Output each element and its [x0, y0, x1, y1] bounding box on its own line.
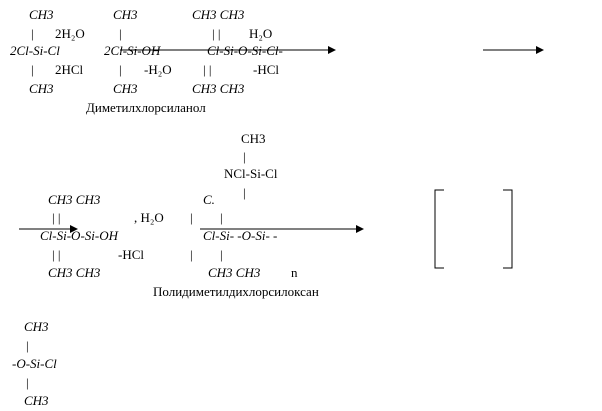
branch-ch3: CH3: [241, 131, 266, 146]
minus-hcl-label: -HCl: [253, 62, 279, 77]
left-bonds-top: | |: [52, 210, 61, 225]
hcl-label: 2HCl: [55, 62, 84, 77]
silanol-ch3-bottom: CH3: [113, 81, 138, 96]
c-label: C.: [203, 192, 215, 207]
silanol-bond-top: |: [119, 26, 122, 41]
bar-bottom-2: |: [220, 247, 223, 262]
dimer-bonds-bottom: | |: [203, 62, 212, 77]
dimethylchlorosilanol-name: Диметилхлорсиланол: [86, 100, 206, 115]
left-ch3-bottom: CH3 CH3: [48, 265, 101, 280]
bar-top-1: |: [190, 210, 193, 225]
polydimethyldichlorosiloxane-name: Полидиметилдихлорсилоксан: [153, 284, 319, 299]
branch-bond-bottom: |: [243, 185, 246, 200]
bar-bottom-1: |: [190, 247, 193, 262]
arrow-head-2: [536, 46, 544, 54]
repeat-n-label: n: [291, 265, 298, 280]
lead-ch3-bottom: CH3: [29, 81, 54, 96]
water-label-2: H₂O: [249, 26, 273, 41]
silanol-formula: 2Cl-Si-OH: [104, 43, 161, 58]
end-group-formula: -O-Si-Cl: [12, 356, 57, 371]
arrow-head-1: [328, 46, 336, 54]
left-ch3-top: CH3 CH3: [48, 192, 101, 207]
minus-water-label: -H₂O: [144, 62, 172, 77]
dimer-ch3-bottom: CH3 CH3: [192, 81, 245, 96]
water-label: 2H₂O: [55, 26, 85, 41]
reactant-dichlorosilane: 2Cl-Si-Cl: [10, 43, 60, 58]
silanol-bond-bottom: |: [119, 62, 122, 77]
polymer-chain-formula: Cl-Si- -O-Si- -: [203, 228, 278, 243]
arrow-head-4: [356, 225, 364, 233]
bracket-left: [434, 189, 444, 269]
dimer-formula: Cl-Si-O-Si-Cl-: [207, 43, 283, 58]
lead-bond-bottom: |: [31, 62, 34, 77]
dimer-ch3-top: CH3 CH3: [192, 7, 245, 22]
water-label-3: , H₂O: [134, 210, 164, 225]
end-ch3-top: CH3: [24, 319, 49, 334]
bar-top-2: |: [220, 210, 223, 225]
arrow-head-3: [70, 225, 78, 233]
end-ch3-bottom: CH3: [24, 393, 49, 408]
end-bond-top: |: [26, 338, 29, 353]
branch-center-formula: NCl-Si-Cl: [224, 166, 278, 181]
branch-bond-top: |: [243, 149, 246, 164]
lead-bond-top: |: [31, 26, 34, 41]
end-bond-bottom: |: [26, 375, 29, 390]
left-bonds-bottom: | |: [52, 247, 61, 262]
chain-ch3-bottom: CH3 CH3: [208, 265, 261, 280]
dimer-bonds-top: | |: [212, 26, 221, 41]
siloxanol-formula: Cl-Si-O-Si-OH: [40, 228, 118, 243]
lead-ch3-top: CH3: [29, 7, 54, 22]
bracket-right: [503, 189, 513, 269]
silanol-ch3-top: CH3: [113, 7, 138, 22]
minus-hcl-label-2: -HCl: [118, 247, 144, 262]
